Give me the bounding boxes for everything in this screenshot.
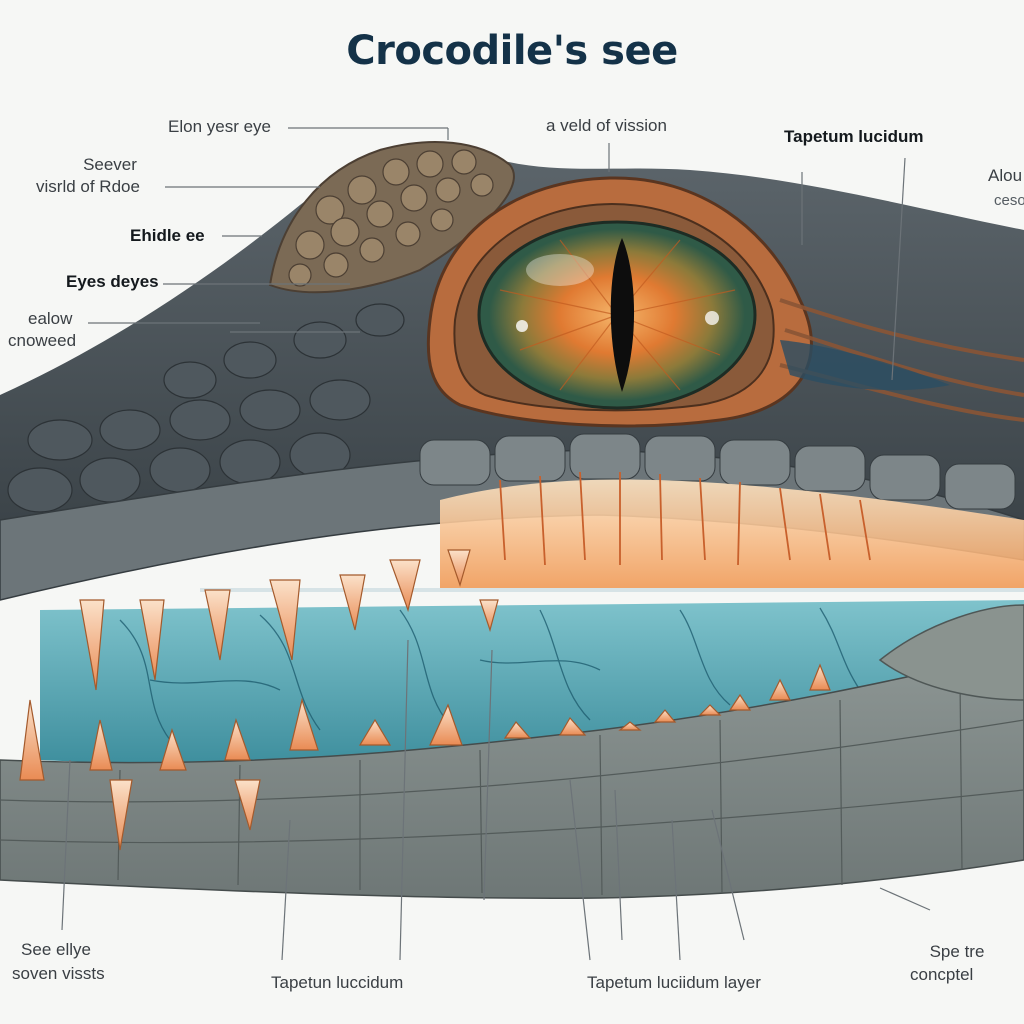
label-alou-line2: ceso — [994, 192, 1024, 209]
label-alou-line1: Alou — [988, 166, 1023, 185]
tapetum-glow — [440, 479, 1024, 590]
label-see-ellye-line2: soven vissts — [12, 964, 105, 983]
pupil — [610, 238, 635, 392]
lower-teeth — [19, 663, 831, 851]
water-surface-line — [200, 588, 1024, 592]
label-ealow-line2: cnoweed — [8, 331, 77, 350]
label-seever-line1: Seever — [83, 155, 137, 174]
eye-sparkle — [705, 311, 719, 325]
lower-jaw — [0, 649, 1024, 900]
head-scales — [7, 303, 405, 513]
brow-scale-pattern — [288, 149, 494, 287]
label-tapetum-top: Tapetum lucidum — [784, 127, 924, 146]
water-veins — [119, 607, 861, 741]
lower-jaw-scales — [0, 679, 1024, 896]
diagram-title: Crocodile's see — [346, 28, 678, 74]
label-seever-line2: visrld of Rdoe — [36, 177, 140, 196]
label-tapetun-bottom: Tapetun luccidum — [271, 973, 404, 992]
label-spe-tre-line1: Spe tre — [929, 942, 985, 961]
leader-lines — [61, 127, 931, 961]
eye-highlight — [526, 254, 594, 286]
mouth-interior-water — [40, 600, 1024, 763]
label-elon-eye: Elon yesr eye — [168, 117, 271, 136]
label-see-ellye-line1: See ellye — [21, 940, 91, 959]
nictitating-membrane — [780, 340, 950, 391]
label-tapetum-layer: Tapetum luciidum layer — [587, 973, 761, 992]
upper-teeth — [79, 549, 499, 691]
label-eyes-deyes: Eyes deyes — [66, 272, 159, 291]
eye-sparkle — [516, 320, 528, 332]
label-ehidle: Ehidle ee — [130, 226, 205, 245]
label-veld-vission: a veld of vission — [546, 116, 667, 135]
blood-vessels — [499, 471, 871, 566]
lip-scales — [419, 433, 1016, 510]
jaw-bulge — [878, 604, 1024, 701]
label-ealow-line1: ealow — [28, 309, 73, 328]
label-spe-tre-line2: concptel — [910, 965, 974, 984]
